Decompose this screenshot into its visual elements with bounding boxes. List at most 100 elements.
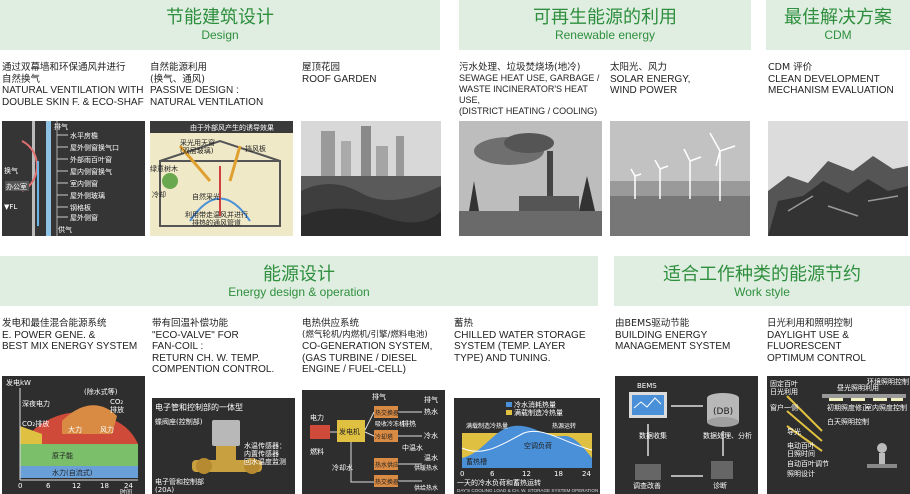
- passive-label: 冷却: [152, 190, 166, 199]
- item-natural-ventilation: 通过双幕墙和环保通风井进行 自然换气 NATURAL VENTILATION W…: [2, 62, 150, 108]
- item-en: SYSTEM (TEMP. LAYER: [454, 341, 566, 352]
- item-cn: 通过双幕墙和环保通风井进行: [2, 62, 126, 73]
- section-title-en: Renewable energy: [554, 28, 656, 42]
- storage-tick: 18: [554, 470, 563, 478]
- item-solar-wind: 太阳光、风力 SOLAR ENERGY, WIND POWER: [610, 62, 750, 97]
- item-en: BEST MIX ENERGY SYSTEM: [2, 341, 138, 352]
- power-label: 大力: [68, 425, 82, 434]
- section-header-renewable: 可再生能源的利用 Renewable energy: [459, 0, 751, 50]
- incinerator-photo: [459, 121, 602, 236]
- vent-label: 供气: [58, 225, 72, 234]
- item-passive-design: 自然能源利用 (换气、通风) PASSIVE DESIGN : NATURAL …: [150, 62, 295, 108]
- item-en: SOLAR ENERGY,: [610, 73, 691, 85]
- power-label: 风力: [100, 425, 114, 434]
- item-en: CHILLED WATER STORAGE: [454, 329, 586, 341]
- item-en: SEWAGE HEAT USE, GARBAGE /: [459, 73, 600, 83]
- storage-label: 空调负荷: [524, 441, 552, 450]
- vent-label: 屋外侧窗换气口: [70, 143, 119, 152]
- item-en: MECHANISM EVALUATION: [768, 85, 894, 96]
- power-tick: 24: [124, 482, 133, 490]
- power-tick: 18: [100, 482, 109, 490]
- item-bems: 由BEMS驱动节能 BUILDING ENERGY MANAGEMENT SYS…: [615, 318, 763, 353]
- item-daylight: 日光利用和照明控制 DAYLIGHT USE & FLUORESCENT OPT…: [767, 318, 910, 364]
- daylight-label: 导光: [787, 427, 801, 436]
- vent-label: 办公室: [6, 182, 27, 191]
- item-cn: (燃气轮机/内燃机/引擎/燃料电池): [302, 329, 428, 340]
- cogen-label: 中温水: [402, 443, 423, 452]
- item-en: DAYLIGHT USE &: [767, 329, 849, 341]
- item-en: NATURAL VENTILATION WITH: [2, 85, 144, 96]
- daylight-label: 窗户一侧: [770, 403, 798, 412]
- vent-label: 外部雨百叶窗: [70, 155, 112, 164]
- power-tick: 0: [18, 482, 22, 490]
- item-cn: 发电和最佳混合能源系统: [2, 318, 107, 329]
- daylight-label: 照明设计: [787, 469, 815, 478]
- storage-legend: 满载制造冷热量: [514, 408, 563, 417]
- item-en: MANAGEMENT SYSTEM: [615, 341, 731, 352]
- item-power-generation: 发电和最佳混合能源系统 E. POWER GENE. & BEST MIX EN…: [2, 318, 150, 353]
- passive-design-diagram: 由于外部风产生的诱导效果 采光用天窗 (双层玻璃) 挡风板 绿意树木 冷却 自然…: [150, 121, 293, 236]
- cogen-label: 冷却塔: [375, 433, 393, 441]
- storage-caption-cn: 一天的冷水负荷和蓄热运转: [457, 478, 541, 487]
- item-en: FLUORESCENT: [767, 341, 842, 352]
- item-en: OPTIMUM CONTROL: [767, 352, 866, 364]
- cogen-label: 热交换器: [375, 478, 399, 486]
- daylight-diagram: 固定百叶 日光利用 导光 窗户一侧 昼光照明利用 初期照度修正 室内照度控制 环…: [767, 376, 910, 494]
- cogen-label: 排气: [372, 392, 386, 401]
- item-roof-garden: 屋顶花园 ROOF GARDEN: [302, 62, 442, 85]
- cogeneration-diagram: 排气 排气 热水 冷水 电力 燃料 发电机 冷却水 吸收冷冻机 中温水 热交换器…: [302, 390, 445, 494]
- section-title-cn: 最佳解决方案: [784, 7, 892, 28]
- item-en: (DISTRICT HEATING / COOLING): [459, 106, 598, 116]
- daylight-label: 日光利用: [770, 387, 798, 396]
- cogen-label: 排热: [402, 419, 416, 428]
- eco-valve-diagram: 电子管和控制部的一体型 蝶阀座(控制部) 水温传感器： 内置传感器 回水温度监测…: [152, 398, 295, 494]
- passive-label: 自然采光: [192, 192, 220, 201]
- section-header-design: 节能建筑设计 Design: [0, 0, 440, 50]
- daylight-label: 自动百叶调节: [787, 459, 829, 468]
- section-title-cn: 适合工作种类的能源节约: [663, 264, 861, 285]
- daylight-label: 初期照度修正: [827, 403, 869, 412]
- valve-label: 水温传感器：: [244, 441, 286, 450]
- cogen-label: 热水供应: [375, 461, 399, 469]
- passive-label: 排热的通风管道: [192, 218, 241, 227]
- vent-label: 排气: [54, 122, 68, 131]
- cogen-label: 电力: [310, 413, 324, 422]
- item-en: CO-GENERATION SYSTEM,: [302, 341, 433, 352]
- cogen-label: 供给热水: [414, 484, 438, 492]
- storage-tick: 24: [582, 470, 591, 478]
- valve-label: 回水温度监测: [244, 457, 286, 466]
- item-en: RETURN CH. W. TEMP.: [152, 352, 260, 364]
- power-label: 排放: [110, 405, 124, 414]
- item-cn: 太阳光、风力: [610, 62, 668, 73]
- vent-label: 钢格板: [70, 203, 91, 212]
- valve-label: 电子管和控制部: [155, 477, 204, 486]
- cogen-label: 冷水: [424, 431, 438, 440]
- power-generation-diagram: 发电kW 深夜电力 (除水式等) CO₂ 排放 CO₂排放 大力 风力 原子能 …: [2, 376, 145, 494]
- section-title-en: CDM: [824, 28, 852, 42]
- section-title-en: Design: [201, 28, 239, 42]
- item-en: "ECO-VALVE" FOR: [152, 329, 239, 341]
- item-en: COMPENTION CONTROL.: [152, 364, 275, 375]
- vent-label: 室内侧窗: [70, 179, 98, 188]
- storage-tick: 0: [460, 470, 464, 478]
- chilled-water-chart: 冷水消耗热量 满载制造冷热量 满载制造冷热量 蓄热槽 空调负荷 热源运转 0 6…: [454, 398, 600, 494]
- item-eco-valve: 带有回温补偿功能 "ECO-VALVE" FOR FAN-COIL : RETU…: [152, 318, 300, 376]
- section-header-energy-design: 能源设计 Energy design & operation: [0, 256, 598, 306]
- item-cn: 污水处理、垃圾焚烧场(地冷): [459, 62, 581, 73]
- cogen-label: 冷却水: [332, 463, 353, 472]
- power-label: CO₂排放: [22, 419, 49, 428]
- scrap-metal-photo: [768, 121, 908, 236]
- valve-label: (20A): [155, 486, 174, 494]
- item-en: E. POWER GENE. &: [2, 329, 96, 341]
- item-cn: 电热供应系统: [302, 318, 360, 329]
- cogen-label: 热交换器: [375, 409, 399, 417]
- bems-label: 调查改善: [633, 481, 661, 490]
- item-en: BUILDING ENERGY: [615, 329, 708, 341]
- item-en: ENGINE / FUEL-CELL): [302, 364, 406, 375]
- cogen-label: 吸收冷冻机: [375, 420, 405, 428]
- storage-legend: 冷水消耗热量: [514, 400, 556, 409]
- power-xunit: 时间: [120, 488, 132, 494]
- cogen-label: 发电机: [339, 427, 360, 436]
- cogen-label: 温水: [424, 453, 438, 462]
- daylight-label: 室内照度控制: [865, 403, 907, 412]
